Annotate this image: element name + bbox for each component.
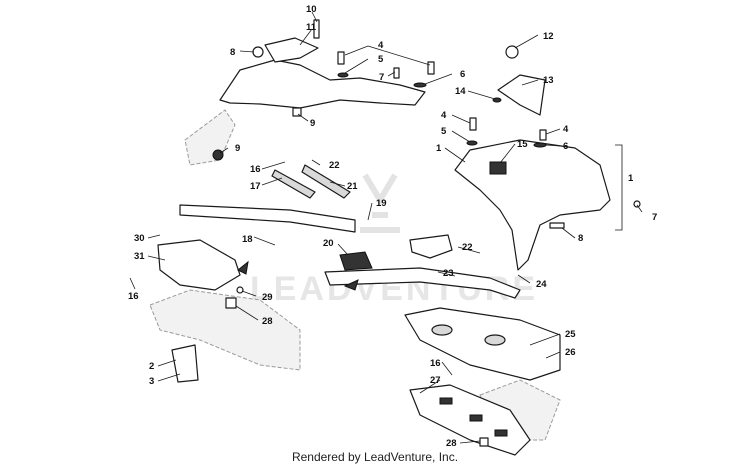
watermark-logo xyxy=(360,173,400,233)
callout-2: 2 xyxy=(149,361,154,372)
callout-labels: 10 11 8 4 5 7 6 9 9 12 13 14 4 5 1 15 4 … xyxy=(128,4,657,449)
callout-4: 4 xyxy=(441,110,447,121)
screw-7a xyxy=(393,67,400,79)
screw-4b xyxy=(427,61,435,75)
plate-slot-1 xyxy=(439,397,453,405)
callout-16: 16 xyxy=(128,291,139,302)
tread-pad-20 xyxy=(339,251,373,271)
screw-4c xyxy=(469,117,477,131)
callout-13: 13 xyxy=(543,75,554,86)
callout-12: 12 xyxy=(543,31,554,42)
grommet-9b xyxy=(212,149,224,161)
clip-9a xyxy=(292,107,302,117)
screw-4d xyxy=(539,129,547,141)
support-bar-upper xyxy=(179,204,356,233)
washer-6b xyxy=(533,142,547,148)
callout-22: 22 xyxy=(329,160,340,171)
callout-22: 22 xyxy=(462,242,473,253)
callout-15: 15 xyxy=(517,139,528,150)
plate-slot-2 xyxy=(469,414,483,422)
callout-16: 16 xyxy=(430,358,441,369)
upper-fastener-10 xyxy=(313,19,320,39)
arrow-marker-18 xyxy=(343,279,359,291)
strap-17 xyxy=(271,169,316,199)
callout-4: 4 xyxy=(378,40,384,51)
callout-18: 18 xyxy=(242,234,253,245)
callout-24: 24 xyxy=(536,279,547,290)
callout-4: 4 xyxy=(563,124,569,135)
upper-hood-bracket xyxy=(264,37,319,63)
callout-21: 21 xyxy=(347,181,358,192)
callout-8: 8 xyxy=(578,233,583,244)
tray-hole-left xyxy=(431,324,453,336)
mount-bracket-31 xyxy=(157,239,241,291)
bracket-23 xyxy=(409,234,453,259)
callout-27: 27 xyxy=(430,375,441,386)
upper-hood-panel xyxy=(219,59,426,109)
callout-6: 6 xyxy=(460,69,465,80)
callout-16: 16 xyxy=(250,164,261,175)
callout-25: 25 xyxy=(565,329,576,340)
push-pin-12 xyxy=(505,45,519,59)
screw-7b xyxy=(633,200,641,208)
washer-6a xyxy=(413,82,427,88)
clip-28b xyxy=(479,437,489,447)
callout-7: 7 xyxy=(379,72,384,83)
callout-20: 20 xyxy=(323,238,334,249)
callout-9: 9 xyxy=(310,118,315,129)
callout-11: 11 xyxy=(306,22,317,33)
callout-31: 31 xyxy=(134,251,145,262)
callout-17: 17 xyxy=(250,181,261,192)
screw-8b xyxy=(549,222,565,229)
callout-26: 26 xyxy=(565,347,576,358)
clip-28a xyxy=(225,297,237,309)
callout-7: 7 xyxy=(652,212,657,223)
leader-lines xyxy=(129,11,643,444)
callout-8: 8 xyxy=(230,47,235,58)
tray-hole-right xyxy=(484,334,506,346)
callout-10: 10 xyxy=(306,4,317,15)
callout-3: 3 xyxy=(149,376,154,387)
callout-29: 29 xyxy=(262,292,273,303)
floor-tray-25 xyxy=(404,307,561,381)
washer-5b xyxy=(466,140,478,146)
push-pin-8 xyxy=(252,46,264,58)
ghost-bracket-upper-left xyxy=(184,109,236,166)
nut-29 xyxy=(236,286,244,294)
callout-6: 6 xyxy=(563,141,568,152)
ghost-chassis-left xyxy=(149,289,301,371)
callout-14: 14 xyxy=(455,86,466,97)
callout-1: 1 xyxy=(436,143,442,154)
rendered-by-footer: Rendered by LeadVenture, Inc. xyxy=(291,450,459,464)
plate-2 xyxy=(171,344,199,383)
screw-4a xyxy=(337,51,345,65)
knee-cap-13 xyxy=(497,74,546,116)
console-vent-15 xyxy=(489,161,507,175)
callout-30: 30 xyxy=(134,233,145,244)
mount-arrow xyxy=(237,260,249,275)
console-right-panel xyxy=(454,139,611,271)
support-bar-lower xyxy=(324,267,521,299)
callout-9: 9 xyxy=(235,143,240,154)
callout-23: 23 xyxy=(443,268,454,279)
plate-slot-3 xyxy=(494,429,508,437)
callout-28: 28 xyxy=(262,316,273,327)
callout-28: 28 xyxy=(446,438,457,449)
callout-1: 1 xyxy=(628,173,634,184)
callout-5: 5 xyxy=(378,54,384,65)
callout-19: 19 xyxy=(376,198,387,209)
callout-5: 5 xyxy=(441,126,447,137)
washer-5 xyxy=(337,72,349,78)
